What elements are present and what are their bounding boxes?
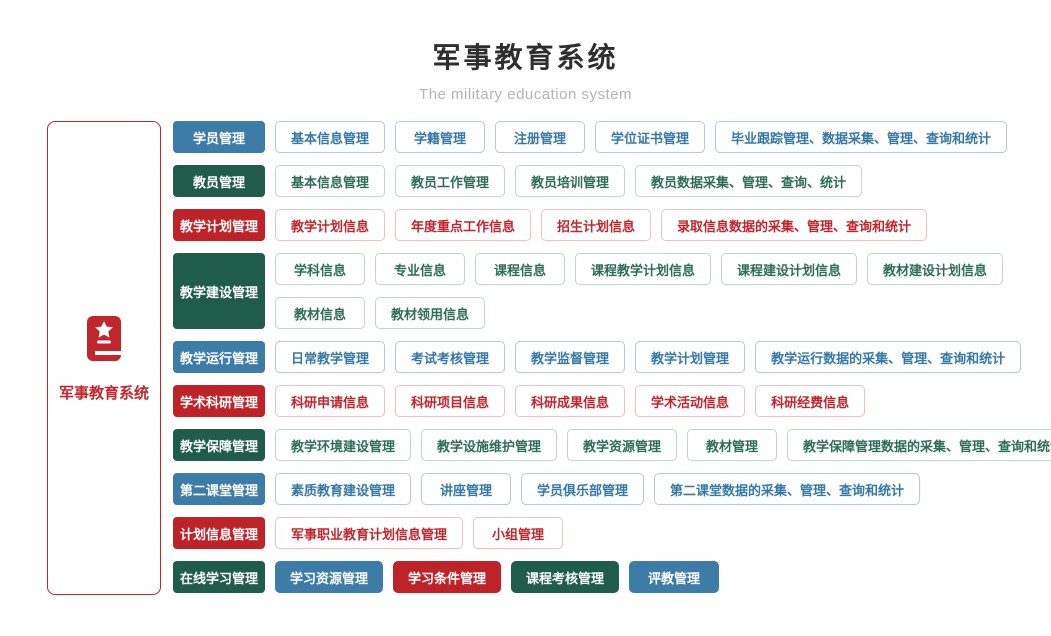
page-subtitle: The military education system — [419, 86, 632, 103]
sub-item-lines: 军事职业教育计划信息管理小组管理 — [275, 517, 564, 549]
category-row-teaching-operation-management: 教学运行管理日常教学管理考试考核管理教学监督管理教学计划管理教学运行数据的采集、… — [173, 341, 1051, 373]
category-teacher-management-button[interactable]: 教员管理 — [173, 165, 265, 197]
category-second-classroom-management-button[interactable]: 第二课堂管理 — [173, 473, 265, 505]
category-online-learning-management-button[interactable]: 在线学习管理 — [173, 561, 265, 593]
category-row-teaching-plan-management: 教学计划管理教学计划信息年度重点工作信息招生计划信息录取信息数据的采集、管理、查… — [173, 209, 1051, 241]
sub-item-button[interactable]: 军事职业教育计划信息管理 — [275, 517, 464, 549]
category-teaching-support-management-button[interactable]: 教学保障管理 — [173, 429, 265, 461]
sub-item-lines: 学科信息专业信息课程信息课程教学计划信息课程建设计划信息教材建设计划信息教材信息… — [275, 253, 1004, 329]
page-header: 军事教育系统 The military education system — [0, 0, 1051, 103]
sub-item-button[interactable]: 学术活动信息 — [635, 385, 746, 417]
sub-item-button[interactable]: 教学设施维护管理 — [421, 429, 558, 461]
sub-item-line: 军事职业教育计划信息管理小组管理 — [275, 517, 564, 549]
sub-item-lines: 学习资源管理学习条件管理课程考核管理评教管理 — [275, 561, 720, 593]
sub-item-button[interactable]: 专业信息 — [375, 253, 465, 285]
sub-item-button[interactable]: 注册管理 — [495, 121, 586, 153]
sub-item-button[interactable]: 学习条件管理 — [393, 561, 502, 593]
category-rows: 学员管理基本信息管理学籍管理注册管理学位证书管理毕业跟踪管理、数据采集、管理、查… — [173, 121, 1051, 595]
sub-item-button[interactable]: 考试考核管理 — [395, 341, 506, 373]
sub-item-button[interactable]: 基本信息管理 — [275, 165, 386, 197]
sub-item-button[interactable]: 素质教育建设管理 — [275, 473, 412, 505]
sub-item-lines: 教学计划信息年度重点工作信息招生计划信息录取信息数据的采集、管理、查询和统计 — [275, 209, 928, 241]
sub-item-line: 基本信息管理教员工作管理教员培训管理教员数据采集、管理、查询、统计 — [275, 165, 863, 197]
sub-item-line: 学科信息专业信息课程信息课程教学计划信息课程建设计划信息教材建设计划信息 — [275, 253, 1004, 285]
root-node[interactable]: 军事教育系统 — [47, 121, 161, 595]
sub-item-button[interactable]: 学习资源管理 — [275, 561, 384, 593]
sub-item-button[interactable]: 教员培训管理 — [515, 165, 626, 197]
sub-item-button[interactable]: 教材领用信息 — [375, 297, 486, 329]
sub-item-line: 学习资源管理学习条件管理课程考核管理评教管理 — [275, 561, 720, 593]
category-student-management-button[interactable]: 学员管理 — [173, 121, 265, 153]
sub-item-button[interactable]: 教学计划管理 — [635, 341, 746, 373]
sub-item-line: 日常教学管理考试考核管理教学监督管理教学计划管理教学运行数据的采集、管理、查询和… — [275, 341, 1022, 373]
category-row-student-management: 学员管理基本信息管理学籍管理注册管理学位证书管理毕业跟踪管理、数据采集、管理、查… — [173, 121, 1051, 153]
sub-item-button[interactable]: 教学保障管理数据的采集、管理、查询和统计 — [787, 429, 1051, 461]
sub-item-lines: 素质教育建设管理讲座管理学员俱乐部管理第二课堂数据的采集、管理、查询和统计 — [275, 473, 921, 505]
sub-item-button[interactable]: 录取信息数据的采集、管理、查询和统计 — [661, 209, 928, 241]
category-row-academic-research-management: 学术科研管理科研申请信息科研项目信息科研成果信息学术活动信息科研经费信息 — [173, 385, 1051, 417]
category-row-teaching-support-management: 教学保障管理教学环境建设管理教学设施维护管理教学资源管理教材管理教学保障管理数据… — [173, 429, 1051, 461]
sub-item-button[interactable]: 科研申请信息 — [275, 385, 386, 417]
sub-item-button[interactable]: 学籍管理 — [395, 121, 486, 153]
sub-item-button[interactable]: 日常教学管理 — [275, 341, 386, 373]
category-row-teaching-construction-management: 教学建设管理学科信息专业信息课程信息课程教学计划信息课程建设计划信息教材建设计划… — [173, 253, 1051, 329]
sub-item-lines: 基本信息管理教员工作管理教员培训管理教员数据采集、管理、查询、统计 — [275, 165, 863, 197]
category-teaching-plan-management-button[interactable]: 教学计划管理 — [173, 209, 265, 241]
sub-item-button[interactable]: 教学监督管理 — [515, 341, 626, 373]
sub-item-button[interactable]: 教学资源管理 — [567, 429, 678, 461]
sub-item-lines: 日常教学管理考试考核管理教学监督管理教学计划管理教学运行数据的采集、管理、查询和… — [275, 341, 1022, 373]
sub-item-button[interactable]: 课程考核管理 — [511, 561, 620, 593]
sub-item-button[interactable]: 教材信息 — [275, 297, 365, 329]
sub-item-button[interactable]: 基本信息管理 — [275, 121, 386, 153]
sub-item-button[interactable]: 教学计划信息 — [275, 209, 386, 241]
category-row-online-learning-management: 在线学习管理学习资源管理学习条件管理课程考核管理评教管理 — [173, 561, 1051, 593]
sub-item-button[interactable]: 第二课堂数据的采集、管理、查询和统计 — [654, 473, 921, 505]
sub-item-lines: 基本信息管理学籍管理注册管理学位证书管理毕业跟踪管理、数据采集、管理、查询和统计 — [275, 121, 1008, 153]
category-teaching-construction-management-button[interactable]: 教学建设管理 — [173, 253, 265, 329]
category-row-teacher-management: 教员管理基本信息管理教员工作管理教员培训管理教员数据采集、管理、查询、统计 — [173, 165, 1051, 197]
sub-item-line: 基本信息管理学籍管理注册管理学位证书管理毕业跟踪管理、数据采集、管理、查询和统计 — [275, 121, 1008, 153]
sub-item-lines: 科研申请信息科研项目信息科研成果信息学术活动信息科研经费信息 — [275, 385, 866, 417]
sub-item-button[interactable]: 学员俱乐部管理 — [521, 473, 645, 505]
sub-item-line: 教材信息教材领用信息 — [275, 297, 1003, 329]
sub-item-button[interactable]: 毕业跟踪管理、数据采集、管理、查询和统计 — [715, 121, 1008, 153]
category-row-second-classroom-management: 第二课堂管理素质教育建设管理讲座管理学员俱乐部管理第二课堂数据的采集、管理、查询… — [173, 473, 1051, 505]
sub-item-button[interactable]: 教学环境建设管理 — [275, 429, 412, 461]
sub-item-button[interactable]: 教员数据采集、管理、查询、统计 — [635, 165, 863, 197]
sub-item-button[interactable]: 教学运行数据的采集、管理、查询和统计 — [755, 341, 1022, 373]
sub-item-button[interactable]: 教材管理 — [687, 429, 778, 461]
sub-item-button[interactable]: 科研项目信息 — [395, 385, 506, 417]
category-plan-info-management-button[interactable]: 计划信息管理 — [173, 517, 265, 549]
sub-item-button[interactable]: 小组管理 — [473, 517, 564, 549]
system-diagram: 军事教育系统 学员管理基本信息管理学籍管理注册管理学位证书管理毕业跟踪管理、数据… — [0, 103, 1051, 595]
sub-item-button[interactable]: 讲座管理 — [421, 473, 512, 505]
category-academic-research-management-button[interactable]: 学术科研管理 — [173, 385, 265, 417]
sub-item-button[interactable]: 课程建设计划信息 — [721, 253, 858, 285]
sub-item-button[interactable]: 招生计划信息 — [541, 209, 652, 241]
category-row-plan-info-management: 计划信息管理军事职业教育计划信息管理小组管理 — [173, 517, 1051, 549]
root-label: 军事教育系统 — [58, 385, 149, 402]
sub-item-button[interactable]: 学科信息 — [275, 253, 365, 285]
sub-item-line: 素质教育建设管理讲座管理学员俱乐部管理第二课堂数据的采集、管理、查询和统计 — [275, 473, 921, 505]
page-title: 军事教育系统 — [432, 42, 619, 73]
book-star-icon — [78, 313, 130, 370]
sub-item-button[interactable]: 教材建设计划信息 — [867, 253, 1004, 285]
sub-item-button[interactable]: 科研成果信息 — [515, 385, 626, 417]
sub-item-button[interactable]: 教员工作管理 — [395, 165, 506, 197]
sub-item-line: 教学环境建设管理教学设施维护管理教学资源管理教材管理教学保障管理数据的采集、管理… — [275, 429, 1051, 461]
category-teaching-operation-management-button[interactable]: 教学运行管理 — [173, 341, 265, 373]
sub-item-button[interactable]: 学位证书管理 — [595, 121, 706, 153]
sub-item-button[interactable]: 科研经费信息 — [755, 385, 866, 417]
sub-item-button[interactable]: 年度重点工作信息 — [395, 209, 532, 241]
sub-item-button[interactable]: 课程信息 — [475, 253, 565, 285]
sub-item-button[interactable]: 评教管理 — [629, 561, 720, 593]
sub-item-lines: 教学环境建设管理教学设施维护管理教学资源管理教材管理教学保障管理数据的采集、管理… — [275, 429, 1051, 461]
sub-item-line: 科研申请信息科研项目信息科研成果信息学术活动信息科研经费信息 — [275, 385, 866, 417]
sub-item-button[interactable]: 课程教学计划信息 — [575, 253, 712, 285]
sub-item-line: 教学计划信息年度重点工作信息招生计划信息录取信息数据的采集、管理、查询和统计 — [275, 209, 928, 241]
